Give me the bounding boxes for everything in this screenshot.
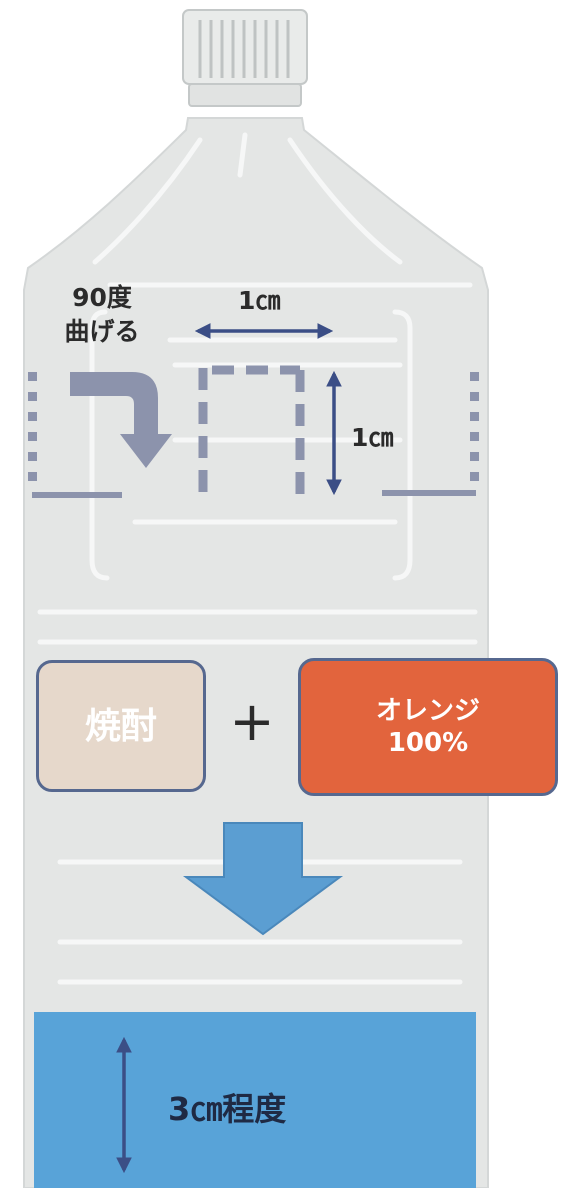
width-dimension-label: 1㎝: [238, 286, 281, 315]
orange-juice-percent: 100%: [387, 728, 469, 758]
height-dimension-label: 1㎝: [351, 423, 394, 452]
bend-instruction-line2: 曲げる: [64, 317, 140, 346]
spout-cut-outline: [198, 365, 305, 496]
shochu-label: 焼酎: [84, 705, 157, 747]
cut-marks: [28, 372, 479, 498]
bend-instruction-line1: 90度: [72, 283, 132, 312]
fill-level-label: 3㎝程度: [168, 1090, 287, 1128]
orange-juice-box: オレンジ 100%: [298, 658, 558, 796]
bend-instruction: 90度 曲げる: [38, 281, 166, 349]
shochu-box: 焼酎: [36, 660, 206, 792]
liquid-fill: [34, 1012, 476, 1188]
bend-arrow-icon: [70, 372, 172, 468]
bottle-ribs: [37, 132, 478, 985]
orange-juice-label: オレンジ: [375, 695, 480, 726]
plus-sign: +: [229, 690, 275, 753]
bottle-cap: [182, 9, 308, 107]
down-arrow-icon: [182, 822, 344, 936]
